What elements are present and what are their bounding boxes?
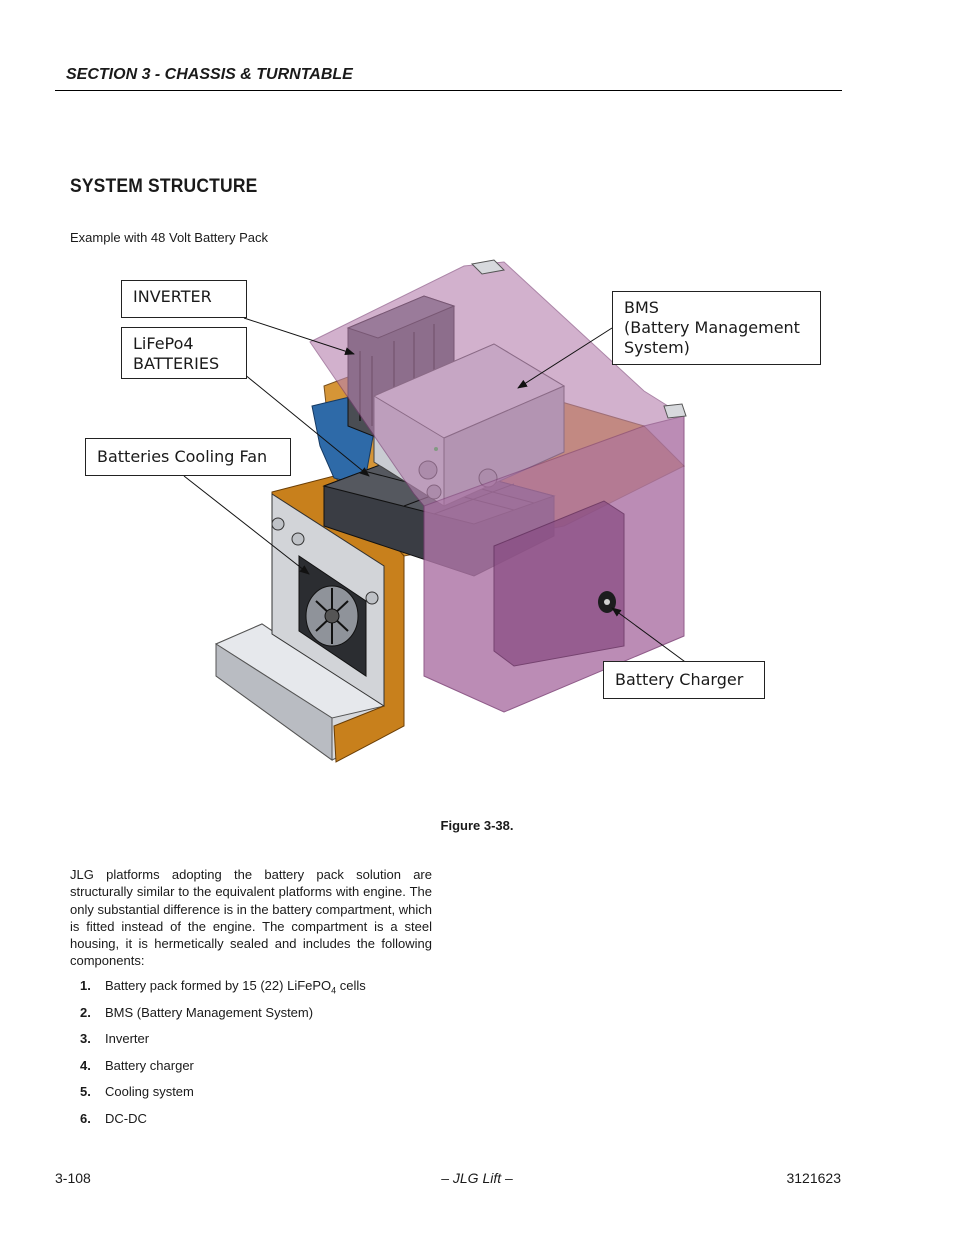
footer-page-number: 3-108 — [55, 1170, 91, 1186]
intro-text: Example with 48 Volt Battery Pack — [70, 230, 268, 245]
list-number: 5. — [80, 1084, 91, 1100]
header-rule — [55, 90, 842, 91]
figure-battery-compartment: INVERTER LiFePo4 BATTERIES Batteries Coo… — [84, 256, 828, 776]
callout-inverter: INVERTER — [121, 280, 247, 318]
list-number: 3. — [80, 1031, 91, 1047]
footer-doc-number: 3121623 — [786, 1170, 841, 1186]
callout-battery-charger: Battery Charger — [603, 661, 765, 699]
page-title: SYSTEM STRUCTURE — [70, 176, 258, 197]
list-text: Inverter — [105, 1031, 150, 1047]
figure-caption: Figure 3-38. — [440, 818, 514, 833]
callout-batteries: LiFePo4 BATTERIES — [121, 327, 247, 379]
list-number: 4. — [80, 1057, 91, 1073]
list-text: BMS (Battery Management System) — [105, 1004, 314, 1020]
body-paragraph: JLG platforms adopting the battery pack … — [70, 867, 432, 969]
list-number: 6. — [80, 1110, 91, 1126]
callout-cooling-fan: Batteries Cooling Fan — [85, 438, 291, 476]
list-text: DC-DC — [105, 1110, 147, 1126]
list-text: Cooling system — [105, 1084, 194, 1100]
list-number: 2. — [80, 1004, 91, 1020]
list-text: Battery pack formed by 15 (22) LiFePO4 c… — [105, 978, 366, 996]
callout-bms: BMS (Battery Management System) — [612, 291, 821, 365]
footer-center-title: – JLG Lift – — [441, 1170, 513, 1186]
list-number: 1. — [80, 978, 91, 993]
section-header: SECTION 3 - CHASSIS & TURNTABLE — [66, 66, 353, 83]
cooling-fan-housing — [271, 493, 385, 707]
leader-lines — [183, 317, 689, 665]
compartment-housing — [309, 259, 687, 713]
battery-compartment-illustration — [183, 259, 689, 763]
list-text: Battery charger — [105, 1057, 194, 1073]
